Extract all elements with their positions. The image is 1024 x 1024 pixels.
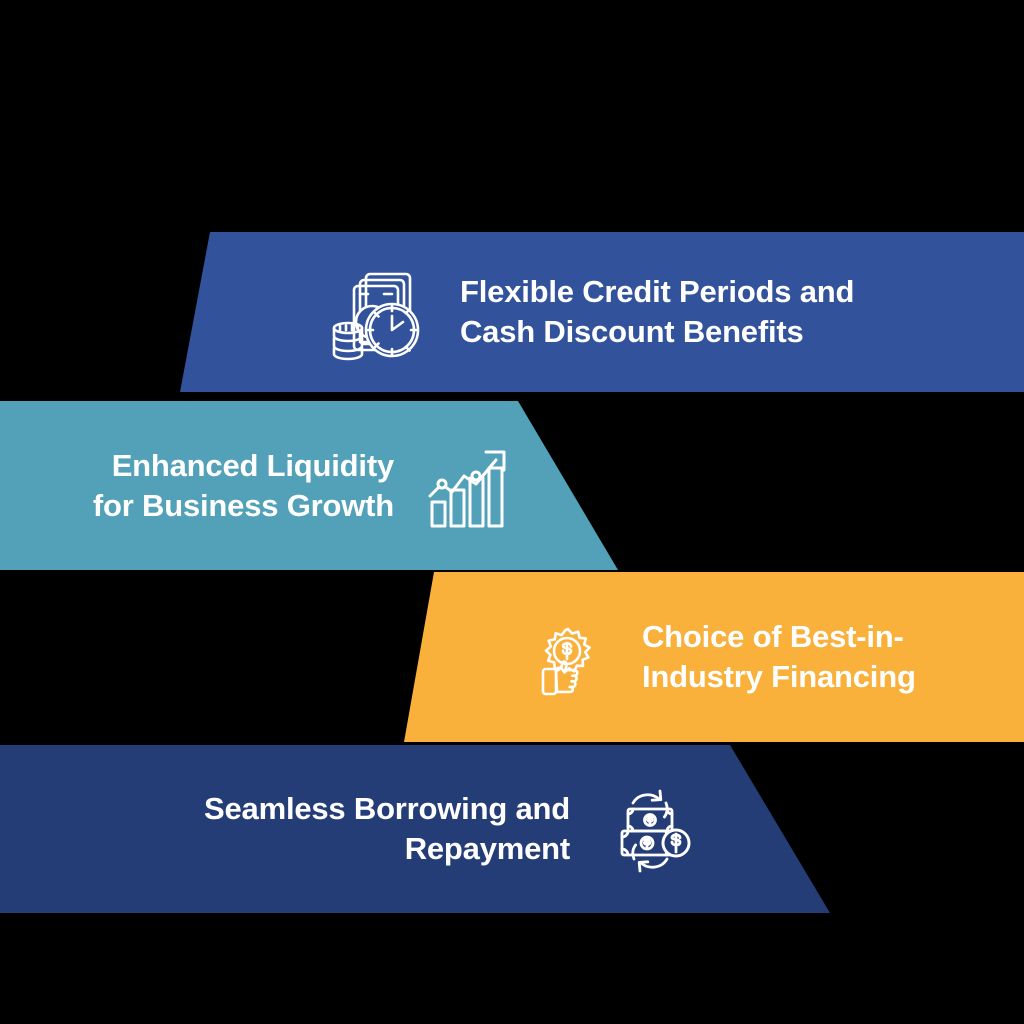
benefit-band-3[interactable]: Choice of Best-in- Industry Financing xyxy=(404,572,1024,742)
benefit-band-1[interactable]: Flexible Credit Periods and Cash Discoun… xyxy=(180,232,1024,392)
money-exchange-cycle-icon xyxy=(604,781,700,877)
cash-clock-icon xyxy=(330,260,434,364)
benefit-band-4[interactable]: Seamless Borrowing and Repayment xyxy=(0,745,830,913)
band-4-title: Seamless Borrowing and Repayment xyxy=(204,791,570,866)
band-3-title: Choice of Best-in- Industry Financing xyxy=(642,619,916,694)
growth-chart-icon xyxy=(422,440,514,532)
band-1-title: Flexible Credit Periods and Cash Discoun… xyxy=(460,274,855,349)
band-3-parallelogram xyxy=(404,572,1024,742)
band-2-parallelogram xyxy=(0,401,618,570)
thumbs-up-dollar-badge-icon xyxy=(522,611,614,703)
band-2-title: Enhanced Liquidity for Business Growth xyxy=(92,447,394,523)
band-4-parallelogram xyxy=(0,745,830,913)
benefit-band-2[interactable]: Enhanced Liquidity for Business Growth xyxy=(0,401,618,570)
